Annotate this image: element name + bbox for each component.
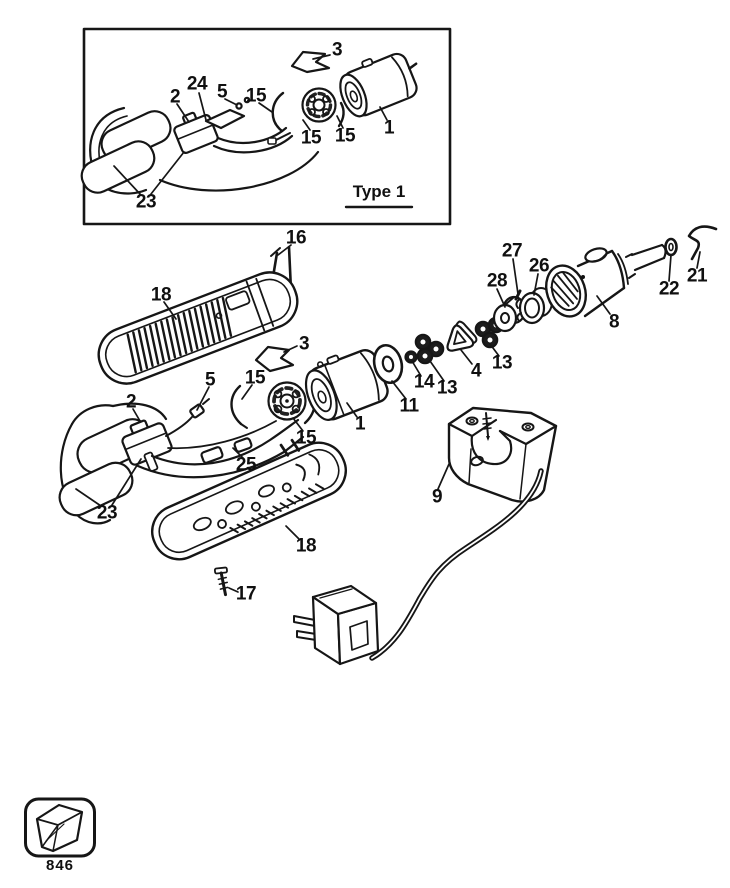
variant-label: Type 1 xyxy=(352,182,406,201)
lower-housing-18 xyxy=(151,438,347,561)
callout-13: 13 xyxy=(436,377,458,399)
callout-8: 8 xyxy=(608,311,620,333)
upper-housing-18 xyxy=(97,271,299,385)
callout-2: 2 xyxy=(125,391,137,413)
callout-17: 17 xyxy=(235,583,257,605)
callout-25: 25 xyxy=(235,454,257,476)
wire-clip-21 xyxy=(687,225,718,261)
callout-2: 2 xyxy=(169,86,181,108)
callout-11: 11 xyxy=(399,395,419,417)
type1-lever-clip xyxy=(290,50,331,74)
callout-3: 3 xyxy=(298,333,310,355)
callout-15: 15 xyxy=(300,127,322,149)
charger-plug xyxy=(293,584,380,666)
switch-module-2 xyxy=(121,419,173,472)
callout-24: 24 xyxy=(186,73,208,95)
type1-switch-module xyxy=(173,111,219,154)
o-ring-22 xyxy=(664,237,678,257)
planet-gears-13-first xyxy=(414,333,445,365)
callout-15: 15 xyxy=(244,367,266,389)
callout-23: 23 xyxy=(135,191,157,213)
parts-bag-badge xyxy=(24,797,96,858)
lead-wire-5 xyxy=(165,398,210,437)
callout-22: 22 xyxy=(658,278,680,300)
callout-21: 21 xyxy=(686,265,708,287)
callout-28: 28 xyxy=(486,270,508,292)
callout-27: 27 xyxy=(501,240,523,262)
nose-housing-8 xyxy=(545,243,667,318)
pin-27 xyxy=(514,289,522,301)
wiring-harness-25 xyxy=(136,418,305,479)
callout-13: 13 xyxy=(491,352,513,374)
callout-1: 1 xyxy=(383,117,395,139)
callout-18: 18 xyxy=(150,284,172,306)
type1-motor xyxy=(339,52,418,118)
type1-inset-box xyxy=(82,27,452,226)
lever-clip-3 xyxy=(254,345,295,373)
type1-brush-cap xyxy=(301,87,337,123)
callout-16: 16 xyxy=(285,227,307,249)
charging-stand-9 xyxy=(447,406,558,503)
gear-carrier-4 xyxy=(446,320,478,352)
callout-15: 15 xyxy=(295,427,317,449)
callout-15: 15 xyxy=(245,85,267,107)
brush-cap-15 xyxy=(267,381,307,421)
callout-23: 23 xyxy=(96,502,118,524)
pinion-gear-14 xyxy=(404,350,418,364)
callout-9: 9 xyxy=(431,486,443,508)
callout-14: 14 xyxy=(413,371,435,393)
forward-reverse-button xyxy=(584,247,608,263)
callout-15: 15 xyxy=(334,125,356,147)
charger-cord xyxy=(369,468,544,661)
bag-number-label: 846 xyxy=(45,857,75,874)
callout-4: 4 xyxy=(470,360,482,382)
callout-18: 18 xyxy=(295,535,317,557)
callout-5: 5 xyxy=(216,81,228,103)
screw-17 xyxy=(213,566,229,597)
type1-battery-pack xyxy=(80,106,172,195)
callout-5: 5 xyxy=(204,369,216,391)
callout-26: 26 xyxy=(528,255,550,277)
leader-lines xyxy=(75,54,701,593)
type1-mount-plate xyxy=(204,96,251,130)
callout-3: 3 xyxy=(331,39,343,61)
callout-1: 1 xyxy=(354,413,366,435)
